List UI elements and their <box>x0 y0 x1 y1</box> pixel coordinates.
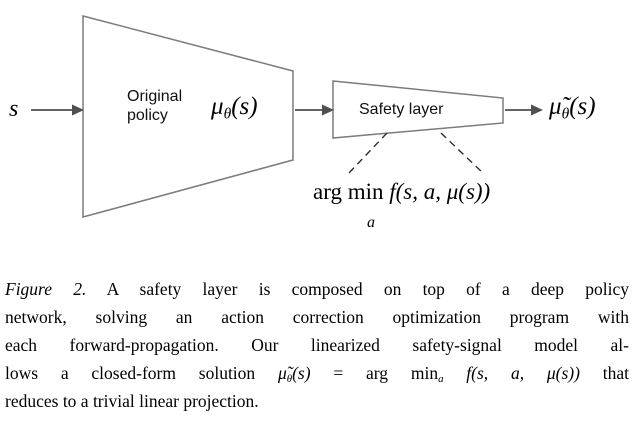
caption-line-4-pre: lows a closed-form solution <box>5 363 278 383</box>
argmin-expression: f(s, a, μ(s)) <box>383 179 491 204</box>
caption-of-s: (s) <box>292 363 311 383</box>
caption-line-3: each forward-propagation. Our linearized… <box>5 335 629 355</box>
caption-a-subscript: a <box>438 373 444 386</box>
original-policy-line2: policy <box>127 106 168 124</box>
caption-theta-subscript: θ <box>286 373 293 386</box>
caption-line-1-text: A safety layer is composed on top of a d… <box>86 279 629 299</box>
safe-output-label: μ̃θ(s) <box>549 92 596 122</box>
policy-output-theta-subscript: θ <box>223 105 232 123</box>
caption-line-5: reduces to a trivial linear projection. <box>5 391 259 411</box>
policy-safety-diagram: s Original policy μθ(s) Safety layer μ̃θ… <box>9 15 596 231</box>
original-policy-label: Original policy <box>127 88 182 125</box>
original-policy-trapezoid <box>82 15 294 218</box>
caption-line-2: network, solving an action correction op… <box>5 307 629 327</box>
policy-output-mu: μ <box>211 93 224 120</box>
caption-f-expression: f(s, a, μ(s)) <box>443 363 580 383</box>
safe-output-args: (s) <box>569 93 596 120</box>
original-policy-line1: Original <box>127 88 183 105</box>
input-label: s <box>9 96 19 122</box>
safety-output-arrowhead-icon <box>531 104 543 116</box>
argmin-formula: arg min f(s, a, μ(s)) a <box>313 178 491 231</box>
policy-output-label: μθ(s) <box>211 92 258 122</box>
caption-line-4: lows a closed-form solution μ̃θ(s) = arg… <box>5 359 629 387</box>
diagram-shapes-svg <box>31 15 543 218</box>
caption-line-4-post: that <box>579 363 630 383</box>
dashed-callout-right <box>440 132 485 175</box>
dashed-callout-left <box>347 132 388 175</box>
figure-number-label: Figure 2. <box>5 279 87 299</box>
caption-mu-tilde: μ̃ <box>277 363 287 383</box>
safety-layer-label: Safety layer <box>359 101 444 118</box>
caption-equals-argmin: = arg min <box>310 363 439 383</box>
safety-layer-trapezoid <box>332 80 504 139</box>
safe-output-theta-subscript: θ <box>561 105 570 123</box>
input-arrowhead-icon <box>72 104 84 116</box>
policy-output-args: (s) <box>231 93 258 120</box>
safe-output-mu-tilde: μ̃ <box>549 93 562 120</box>
caption-line-1: Figure 2. A safety layer is composed on … <box>5 275 629 303</box>
figure-caption: Figure 2. A safety layer is composed on … <box>5 275 629 415</box>
argmin-subscript: a <box>367 214 375 231</box>
policy-to-safety-arrowhead-icon <box>322 104 334 116</box>
argmin-operator: arg min <box>313 179 384 204</box>
